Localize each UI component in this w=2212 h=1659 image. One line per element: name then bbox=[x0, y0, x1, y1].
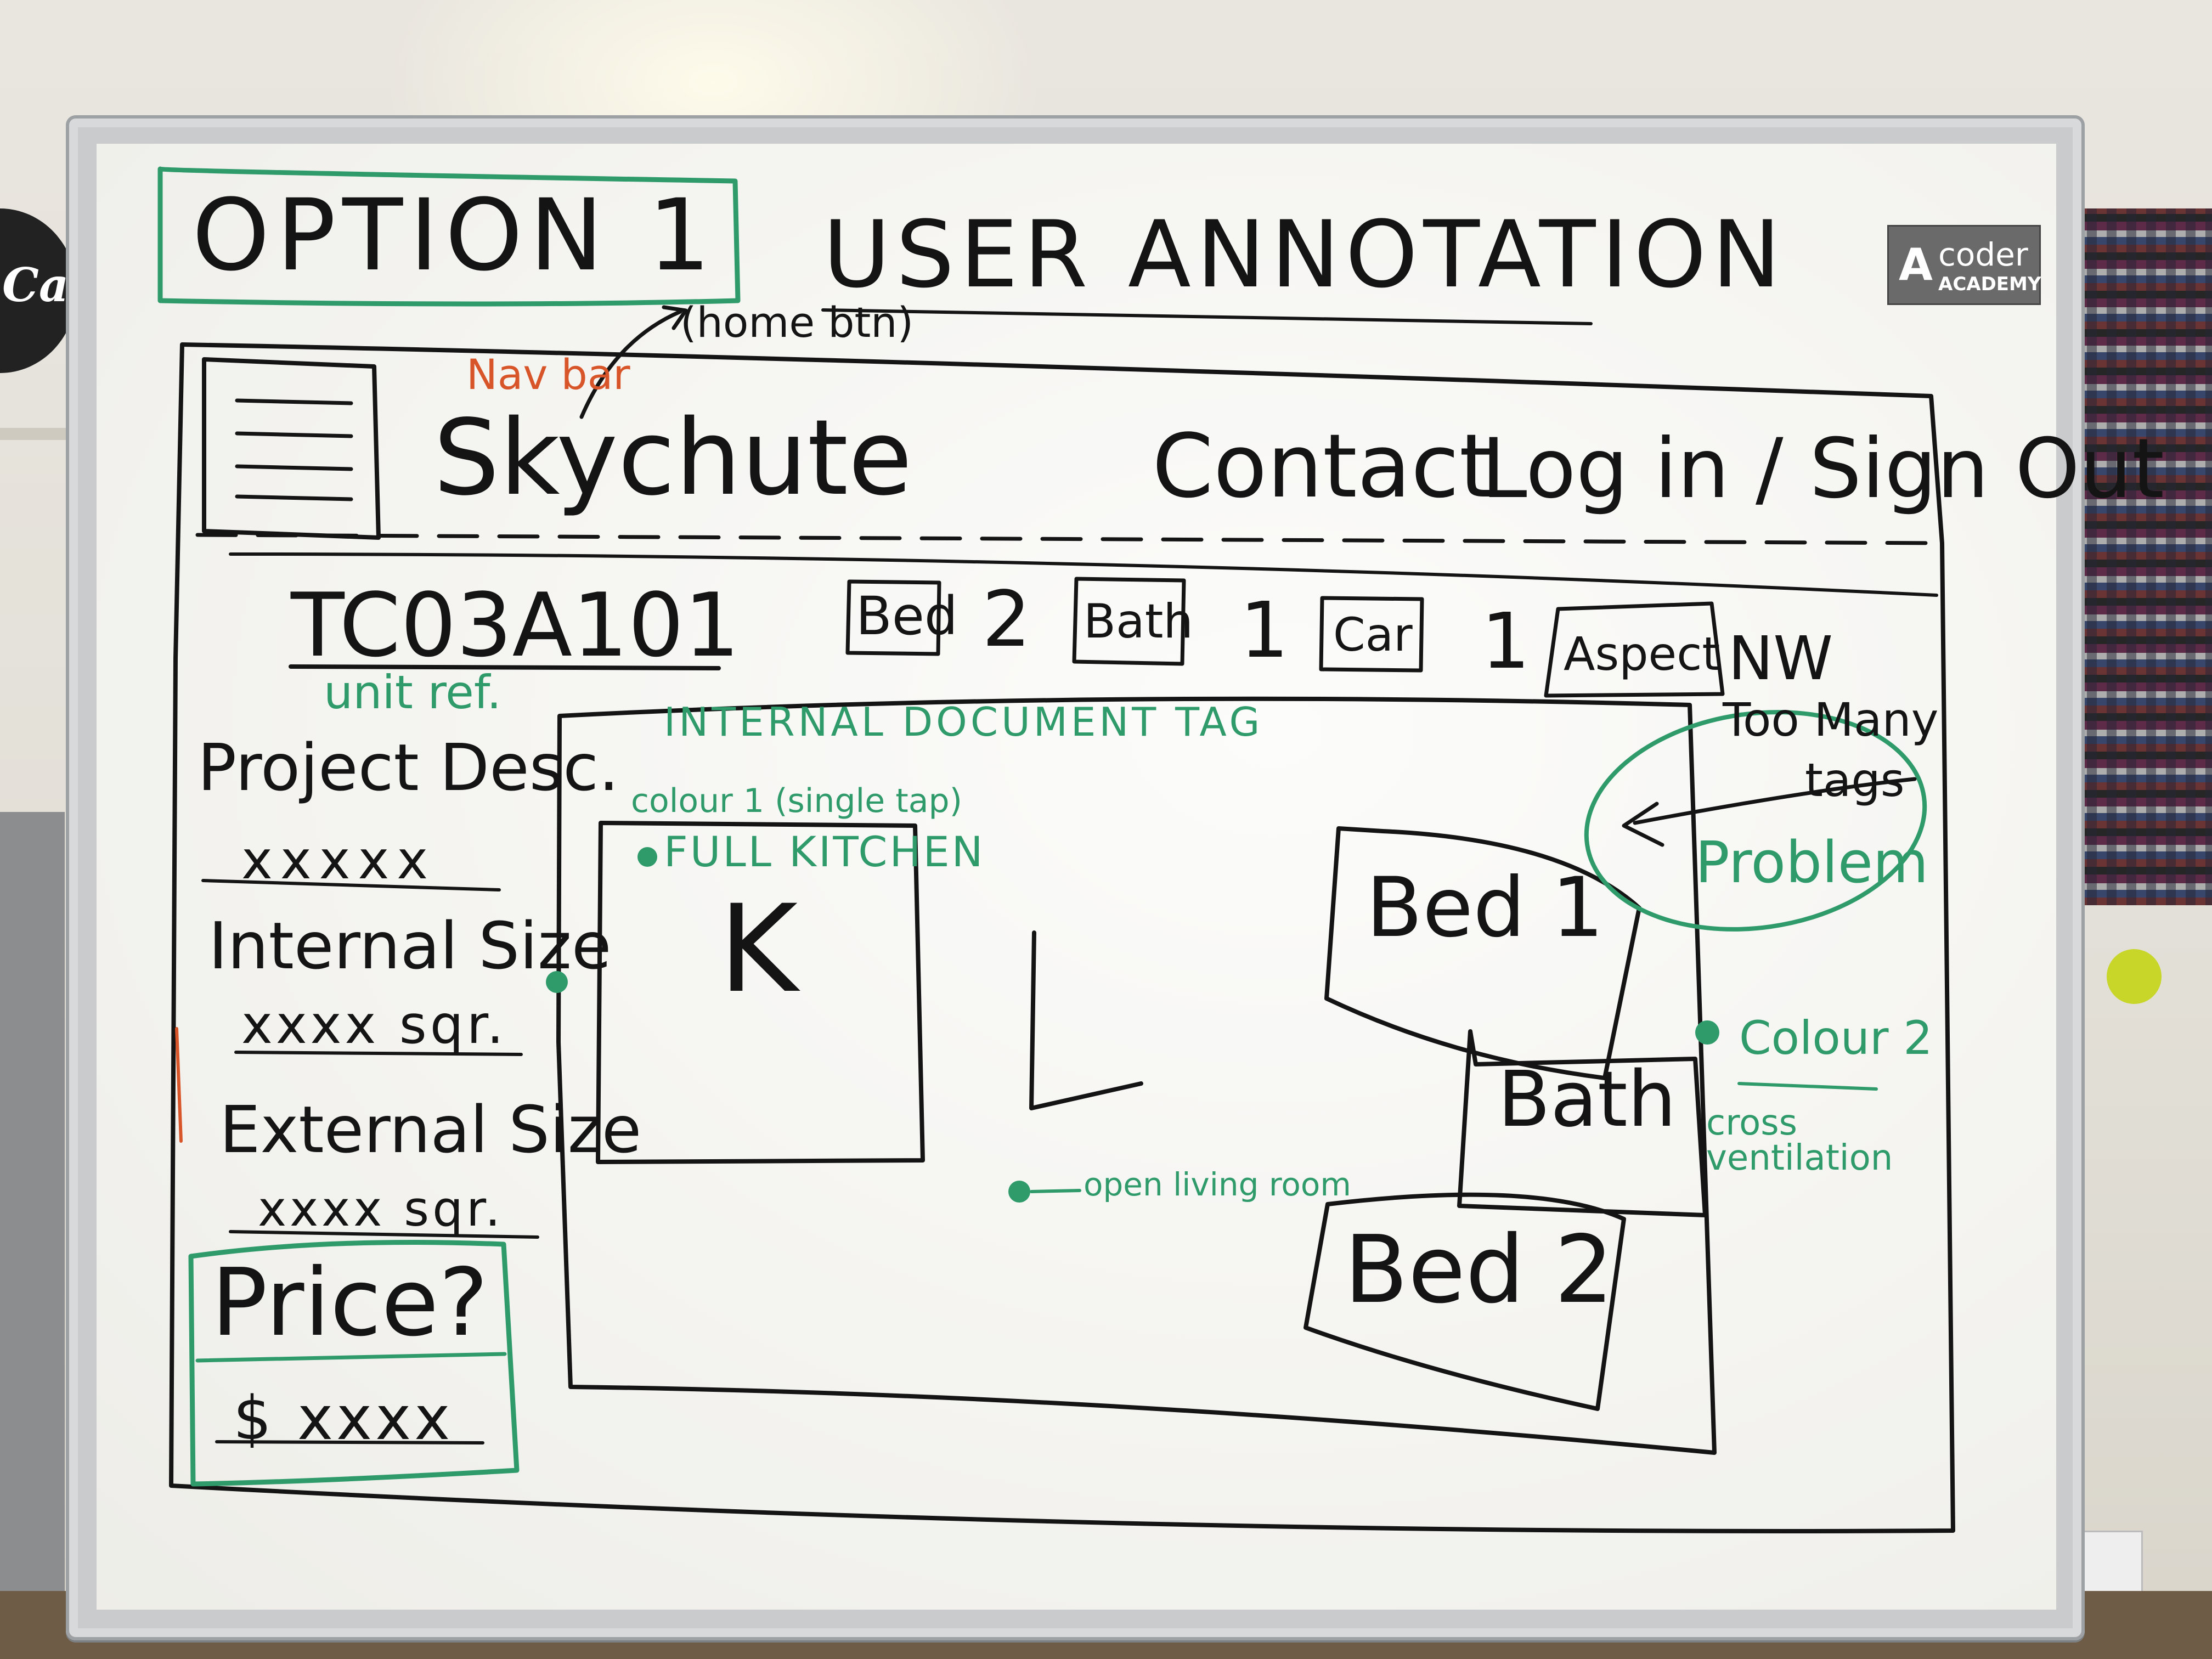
unit-ref: TC03A101 bbox=[291, 574, 740, 676]
internal-size-label: Internal Size bbox=[208, 908, 612, 984]
yellow-ball bbox=[2107, 949, 2162, 1004]
external-size-value: xxxx sqr. bbox=[258, 1181, 504, 1237]
room-bed-1: Bed 1 bbox=[1366, 860, 1604, 956]
living-room-note: open living room bbox=[1084, 1166, 1351, 1203]
home-button-note: (home btn) bbox=[680, 298, 914, 347]
tag-bath-value: 1 bbox=[1240, 586, 1289, 675]
a-logo-icon: A bbox=[1899, 239, 1933, 290]
cross-ventilation-note: cross ventilation bbox=[1706, 1103, 1893, 1178]
kitchen-letter: K bbox=[719, 879, 798, 1019]
left-stand bbox=[0, 812, 65, 1659]
tag-aspect-value: NW bbox=[1728, 623, 1833, 693]
badge-line-2: ACADEMY bbox=[1938, 273, 2041, 295]
wall-shelf bbox=[0, 428, 77, 440]
page-heading: USER ANNOTATION bbox=[823, 201, 1786, 308]
full-kitchen-note: FULL KITCHEN bbox=[664, 827, 985, 876]
unit-ref-note: unit ref. bbox=[324, 665, 501, 719]
project-desc-label: Project Desc. bbox=[198, 730, 619, 805]
internal-document-tag-note: INTERNAL DOCUMENT TAG bbox=[664, 699, 1263, 745]
option-title: OPTION 1 bbox=[192, 178, 718, 293]
navbar-brand: Skychute bbox=[433, 397, 912, 518]
external-size-label: External Size bbox=[219, 1092, 642, 1167]
room-bath: Bath bbox=[1498, 1055, 1677, 1144]
colour-2-note: Colour 2 bbox=[1739, 1011, 1933, 1065]
project-desc-value: xxxxx bbox=[241, 830, 436, 891]
navbar-label: Nav bar bbox=[466, 350, 630, 399]
price-label: Price? bbox=[211, 1249, 488, 1357]
problem-note-line-3: Problem bbox=[1695, 829, 1929, 896]
tag-car-label: Car bbox=[1333, 608, 1413, 662]
badge-line-1: coder bbox=[1938, 236, 2028, 273]
coder-academy-logo: coder ACADEMY A bbox=[1887, 225, 2041, 305]
tag-car-value: 1 bbox=[1481, 597, 1531, 686]
price-value: $ xxxx bbox=[233, 1383, 454, 1453]
tag-bed-value: 2 bbox=[982, 575, 1031, 664]
problem-note-line-1: Too Many bbox=[1723, 693, 1939, 747]
internal-size-value: xxxx sqr. bbox=[241, 994, 507, 1056]
colour-1-note: colour 1 (single tap) bbox=[631, 782, 962, 820]
room-bed-2: Bed 2 bbox=[1344, 1216, 1614, 1324]
tag-bed-label: Bed bbox=[856, 585, 958, 647]
nav-link-login: Log in / Sign Out bbox=[1481, 421, 2165, 517]
nav-link-contact: Contact bbox=[1152, 415, 1494, 517]
tag-bath-label: Bath bbox=[1084, 594, 1193, 649]
tag-aspect-label: Aspect bbox=[1564, 627, 1720, 681]
problem-note-line-2: tags bbox=[1805, 753, 1905, 807]
